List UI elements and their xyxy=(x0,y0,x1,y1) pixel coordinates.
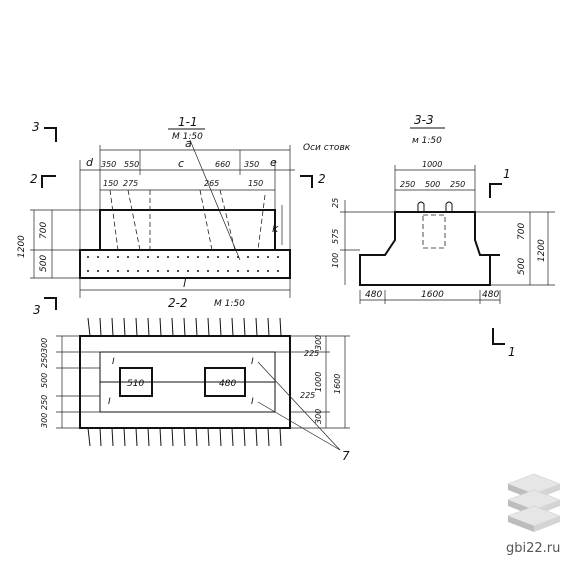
dim-2-r300a: 300 xyxy=(314,335,323,350)
dim-k-label: k xyxy=(272,222,279,235)
dim-c-label: c xyxy=(178,157,184,170)
cut-2-right-mark xyxy=(300,175,313,188)
mark-i-1: I xyxy=(112,357,115,367)
section-3-title: 3-3 xyxy=(414,113,434,127)
section-3-body xyxy=(359,211,491,286)
section-3-scale: м 1:50 xyxy=(412,136,442,146)
dim-265: 265 xyxy=(204,179,219,188)
callout-7-leader-1 xyxy=(257,361,341,451)
section-1-axes-label: Оси стовк xyxy=(303,143,351,153)
section-1-scale: М 1:50 xyxy=(172,132,203,142)
dim-h1200: 1200 xyxy=(17,235,27,258)
cut-3-top-label: 3 xyxy=(32,120,40,134)
cut-1-top-mark xyxy=(489,183,502,198)
section-3-socket xyxy=(422,214,446,249)
dim-h500: 500 xyxy=(39,255,49,272)
cut-2-left-mark xyxy=(41,175,56,188)
cut-1-bottom-label: 1 xyxy=(508,345,516,359)
dim-h575: 575 xyxy=(331,229,340,244)
dim-d-label: d xyxy=(86,156,94,169)
dim-3-h700: 700 xyxy=(517,223,527,240)
lifting-loop-right xyxy=(445,201,453,212)
dim-2-r225b: 225 xyxy=(300,391,315,400)
dim-w1000: 1000 xyxy=(422,160,442,169)
section-2-slab xyxy=(79,335,291,429)
section-2-title: 2-2 xyxy=(168,296,188,310)
section-1-1: 1-1 М 1:50 Оси стовк a d 350 550 c 660 3… xyxy=(17,115,351,317)
section-2-2: 2-2 М 1:50 xyxy=(40,296,350,463)
socket-box-right xyxy=(204,367,246,397)
dim-150-right: 150 xyxy=(248,179,263,188)
dim-2-left-0: 300 xyxy=(40,338,49,353)
dim-w500: 500 xyxy=(425,180,440,189)
dim-2-r1000: 1000 xyxy=(314,372,323,392)
dim-2-left-bottom-1: 250 xyxy=(40,395,49,410)
dim-w480a: 480 xyxy=(365,290,382,300)
cut-2-left-label: 2 xyxy=(30,172,38,186)
lifting-loop-left xyxy=(417,201,425,212)
dim-2-r300b: 300 xyxy=(314,409,323,424)
socket-box-left xyxy=(119,367,153,397)
dim-2-left-1: 250 xyxy=(40,353,49,368)
section-1-rebar-dots xyxy=(87,256,279,272)
section-3-3: 3-3 м 1:50 1000 250 500 250 25 575 100 7… xyxy=(331,113,555,359)
cut-3-bottom-label: 3 xyxy=(33,303,41,317)
dim-2-r225a: 225 xyxy=(304,349,319,358)
callout-7-leader-2 xyxy=(257,401,341,451)
dim-e-label: e xyxy=(270,156,277,169)
section-2-top-rebars xyxy=(87,317,282,337)
dim-350-left: 350 xyxy=(101,160,116,169)
dim-660: 660 xyxy=(215,160,230,169)
dim-h25: 25 xyxy=(331,198,340,208)
section-2-bottom-rebars xyxy=(87,427,282,447)
cut-3-top-mark xyxy=(44,127,57,142)
watermark-logo-icon xyxy=(507,473,561,532)
dim-2-left-bottom-0: 300 xyxy=(40,413,49,428)
cut-2-right-label: 2 xyxy=(318,172,326,186)
dim-275: 275 xyxy=(123,179,138,188)
socket-right-label: 480 xyxy=(219,379,236,389)
cut-3-bottom-mark xyxy=(44,297,57,310)
dim-h700: 700 xyxy=(39,222,49,239)
watermark-text: gbi22.ru xyxy=(506,541,560,556)
socket-left-label: 510 xyxy=(127,379,144,389)
dim-w250a: 250 xyxy=(400,180,415,189)
watermark: gbi22.ru xyxy=(506,473,561,556)
section-1-title: 1-1 xyxy=(178,115,198,129)
dim-a-label: a xyxy=(185,137,192,150)
dim-w250b: 250 xyxy=(450,180,465,189)
mark-i-3: I xyxy=(251,357,254,367)
dim-2-left-2: 500 xyxy=(40,373,49,388)
dim-150-left: 150 xyxy=(103,179,118,188)
dim-550: 550 xyxy=(124,160,139,169)
mark-i-4: I xyxy=(251,397,254,407)
dim-h100: 100 xyxy=(331,253,340,268)
dim-3-h1200: 1200 xyxy=(537,239,547,262)
section-1-base-slab xyxy=(79,249,291,279)
section-1-leader xyxy=(189,139,241,261)
cut-1-bottom-mark xyxy=(492,328,505,345)
dim-3-h500: 500 xyxy=(517,258,527,275)
dim-l-label: l xyxy=(183,277,186,290)
dim-w480b: 480 xyxy=(482,290,499,300)
section-1-sockets xyxy=(109,189,266,251)
dim-350-right: 350 xyxy=(244,160,259,169)
dim-w1600: 1600 xyxy=(421,290,444,300)
section-1-upper-body xyxy=(99,209,276,251)
mark-i-2: I xyxy=(108,397,111,407)
dim-2-r1600: 1600 xyxy=(333,374,342,394)
cut-1-top-label: 1 xyxy=(503,167,511,181)
section-2-scale: М 1:50 xyxy=(214,299,245,309)
callout-7-label: 7 xyxy=(342,449,350,463)
